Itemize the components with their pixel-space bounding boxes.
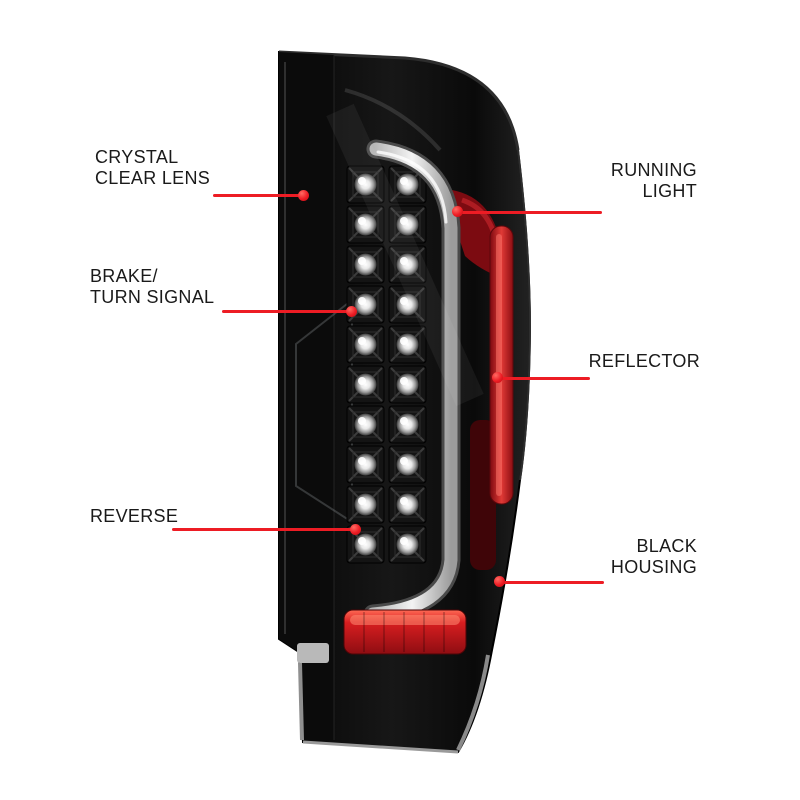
leader-line-reverse	[172, 528, 356, 531]
callout-label-line: TURN SIGNAL	[90, 287, 215, 307]
leader-line-reflector	[498, 377, 590, 380]
callout-label-line: LIGHT	[642, 181, 697, 201]
leader-line-crystal-clear-lens	[213, 194, 303, 197]
callout-label-line: HOUSING	[610, 557, 697, 577]
callout-dot-black-housing	[494, 576, 505, 587]
callout-dot-brake-turn-signal	[346, 306, 357, 317]
lens-reflections	[326, 88, 484, 407]
callout-crystal-clear-lens: CRYSTAL CLEAR LENS	[95, 147, 210, 189]
callout-label-line: REVERSE	[90, 506, 179, 526]
callout-brake-turn-signal: BRAKE/ TURN SIGNAL	[90, 266, 214, 308]
callout-label-line: CRYSTAL	[95, 147, 179, 167]
callout-label-line: CLEAR LENS	[95, 168, 211, 188]
bottom-reflector	[343, 609, 467, 655]
light-bar-tube	[363, 139, 461, 624]
callout-label-line: BRAKE/	[90, 266, 158, 286]
mounting-tab	[297, 643, 329, 663]
callout-dot-crystal-clear-lens	[298, 190, 309, 201]
callout-dot-running-light	[452, 206, 463, 217]
callout-reflector: REFLECTOR	[589, 351, 700, 372]
side-reflector	[489, 225, 514, 505]
callout-running-light: RUNNING LIGHT	[611, 160, 697, 202]
callout-black-housing: BLACK HOUSING	[611, 536, 697, 578]
callout-dot-reflector	[492, 372, 503, 383]
callout-label-line: RUNNING	[610, 160, 697, 180]
callout-dot-reverse	[350, 524, 361, 535]
leader-line-running-light	[458, 211, 602, 214]
callout-reverse: REVERSE	[90, 506, 178, 527]
callout-label-line: REFLECTOR	[588, 351, 700, 371]
callout-label-line: BLACK	[636, 536, 697, 556]
leader-line-black-housing	[500, 581, 604, 584]
leader-line-brake-turn-signal	[222, 310, 352, 313]
